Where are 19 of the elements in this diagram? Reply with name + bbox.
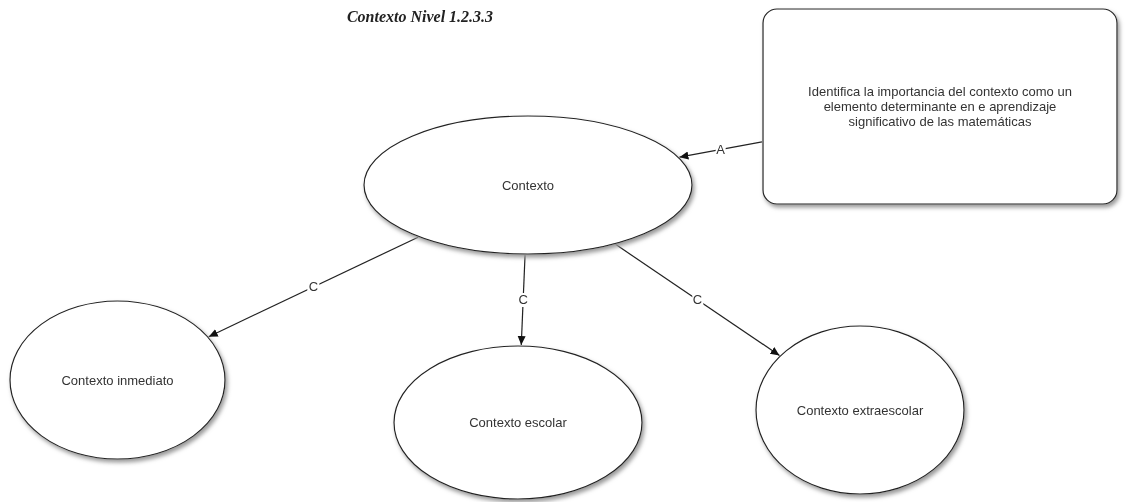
edge-label: A (715, 142, 726, 157)
arrow (208, 236, 419, 338)
note-box (762, 8, 1118, 205)
concept-ellipse (363, 115, 693, 255)
node-text: Contexto (501, 177, 554, 193)
concept-ellipse (755, 325, 965, 495)
node-text: Contexto escolar (469, 415, 567, 430)
edge-label: C (517, 293, 529, 307)
arrow (517, 254, 526, 346)
concept-ellipse (393, 345, 643, 500)
concept-ellipse (9, 300, 226, 460)
node-text: Identifica la importancia del contexto como un elemento determinante en e aprendizaje significativo de las matemáticas (807, 84, 1073, 129)
arrow (614, 243, 781, 357)
edge-label: C (307, 279, 320, 294)
diagram-title: Contexto Nivel 1.2.3.3 (345, 8, 495, 26)
edge-label: C (691, 292, 704, 307)
arrow (678, 141, 763, 160)
node-text: Contexto extraescolar (796, 402, 924, 418)
node-text: Contexto inmediato (61, 372, 174, 388)
